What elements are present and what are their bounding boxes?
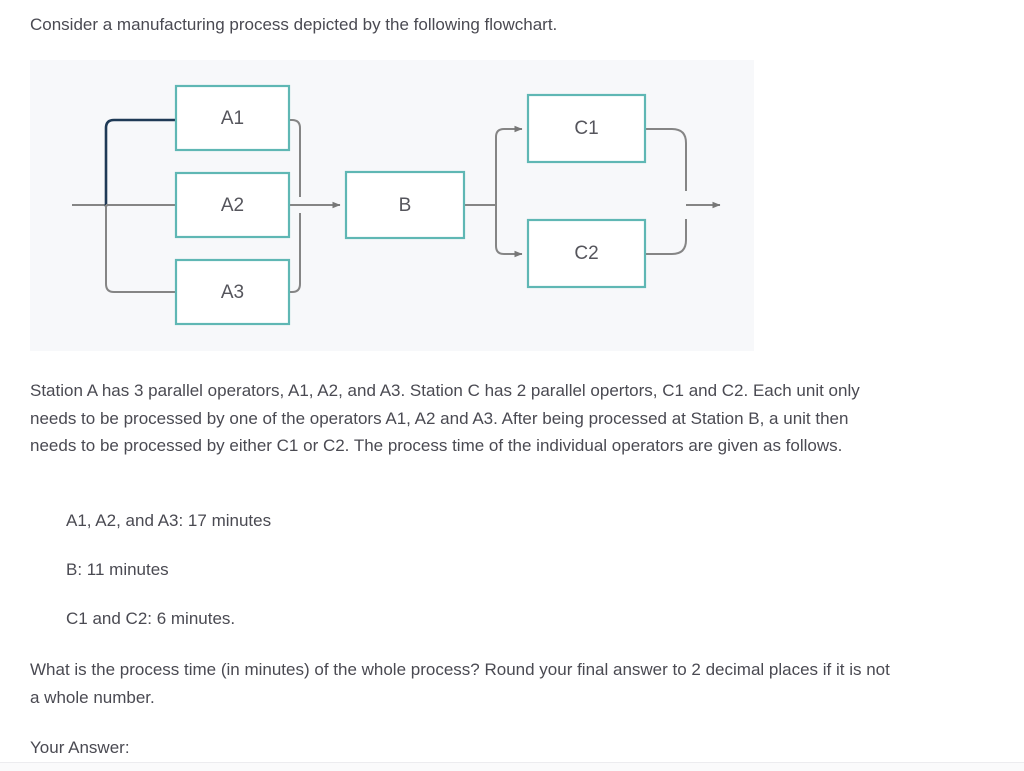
process-time-station-b: B: 11 minutes [66,560,169,579]
node-c1: C1 [526,93,647,164]
intro-text: Consider a manufacturing process depicte… [30,15,558,34]
node-a2: A2 [174,171,291,239]
problem-description: Station A has 3 parallel operators, A1, … [30,381,860,455]
connector-a1-to-merge [289,119,301,197]
connector-junction-to-a3 [105,205,176,293]
process-time-station-c: C1 and C2: 6 minutes. [66,609,236,628]
node-a3: A3 [174,258,291,326]
flowchart-panel: A1 A2 A3 B C1 C2 [30,60,754,351]
connector-c1-to-exit-merge [645,128,687,191]
connector-split-to-c1 [495,125,523,205]
question-prompt: What is the process time (in minutes) of… [30,660,890,707]
node-c2-label: C2 [574,243,598,264]
connector-c2-to-exit-merge [645,219,687,255]
node-a1-label: A1 [221,108,244,129]
node-c1-label: C1 [574,118,598,139]
bottom-strip [0,763,1024,771]
process-time-station-a: A1, A2, and A3: 17 minutes [66,511,272,530]
node-a1: A1 [174,84,291,152]
bottom-divider [0,762,1024,763]
flowchart-diagram: A1 A2 A3 B C1 C2 [72,84,721,326]
connector-a3-to-merge [289,213,301,293]
connector-junction-to-a1 [104,118,178,208]
node-c2: C2 [526,218,647,289]
node-b-label: B [399,195,412,216]
node-a2-label: A2 [221,195,244,216]
answer-label: Your Answer: [30,738,130,757]
node-a3-label: A3 [221,282,244,303]
connector-split-to-c2 [495,205,523,258]
node-b: B [344,170,466,240]
